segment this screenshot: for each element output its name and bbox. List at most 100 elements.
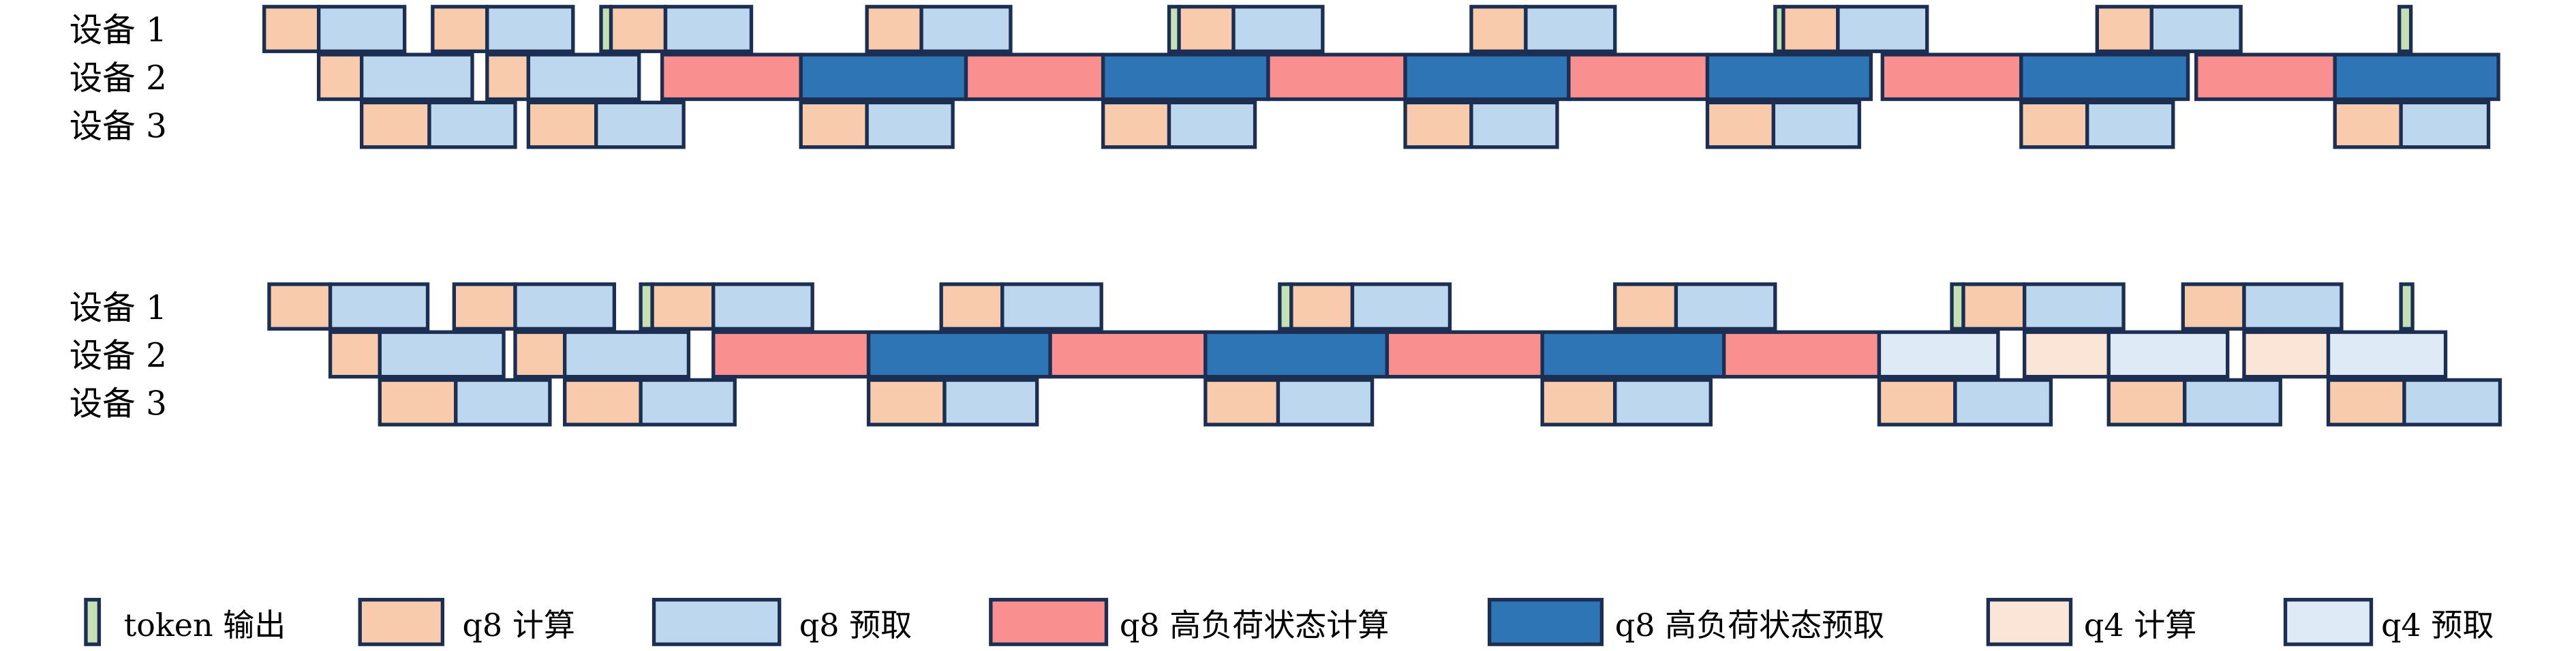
q8-compute-block [2181,282,2246,331]
q8-prefetch-block [1836,5,1929,53]
q8-prefetch-block [663,5,754,53]
q8-heavy-prefetch-block [866,330,1052,379]
q8-prefetch-block [359,52,474,102]
q8-compute-block [939,282,1005,331]
q8-prefetch-block [1000,282,1103,331]
q8-prefetch-block [1350,282,1452,331]
q8-heavy-prefetch-block [1203,330,1390,379]
q8-prefetch-block [2183,378,2282,427]
legend-label-q8-heavy-prefetch: q8 高负荷状态预取 [1615,607,1884,644]
q8-compute-block [1177,5,1236,53]
q8-prefetch-block [1469,100,1559,149]
q8-heavy-compute-block [1048,330,1208,379]
q8-compute-block [359,100,431,149]
row-label-device-1: 设备 1 [70,12,167,50]
row-label-device-2: 设备 2 [70,337,167,375]
q8-compute-block [1203,378,1281,427]
q8-prefetch-block [2023,282,2126,331]
q8-prefetch-block [526,52,641,102]
q8-compute-block [2019,100,2089,149]
q8-compute-block [866,378,947,427]
q8-compute-block [865,5,923,53]
q8-heavy-compute-block [1266,52,1407,102]
q8-compute-block [563,378,643,427]
q8-prefetch-block [942,378,1039,427]
q8-prefetch-block [2402,378,2502,427]
q8-prefetch-block [2399,100,2491,149]
q8-compute-block [1961,282,2027,331]
q8-compute-block [316,52,364,102]
q8-compute-block [1781,5,1840,53]
legend-label-q4-prefetch: q4 预取 [2381,607,2494,644]
q8-prefetch-block [1231,5,1325,53]
token-output-block [2397,5,2413,53]
q8-heavy-compute-block [660,52,803,102]
q8-compute-block [1101,100,1171,149]
q8-compute-block [1403,100,1473,149]
q8-prefetch-block [865,100,955,149]
q8-prefetch-block [1771,100,1862,149]
q8-prefetch-block [594,100,686,149]
q8-compute-block [267,282,333,331]
q8-heavy-compute-block [711,330,871,379]
q8-compute-block [513,330,567,379]
q8-compute-block [1613,282,1678,331]
legend-swatch-q8c [358,598,445,646]
q4-prefetch-block [1877,330,2000,379]
q8-prefetch-block [711,282,814,331]
q4-compute-block [2023,330,2111,379]
q8-heavy-prefetch-block [1403,52,1571,102]
q4-prefetch-block [2326,330,2448,379]
q8-compute-block [526,100,598,149]
q8-prefetch-block [919,5,1013,53]
row-label-device-2: 设备 2 [70,59,167,97]
q8-compute-block [609,5,668,53]
legend-label-q8-compute: q8 计算 [462,607,574,644]
q8-prefetch-block [2085,100,2175,149]
q8-compute-block [2106,378,2187,427]
legend-swatch-hic [989,598,1109,646]
q8-compute-block [328,330,382,379]
diagram-bottom: 设备 1 设备 2 设备 3 [70,282,2502,427]
q8-prefetch-block [427,100,517,149]
legend-swatch-q8p [651,598,782,646]
row-label-device-3: 设备 3 [70,384,167,423]
legend-swatch-q4c [1986,598,2073,646]
q8-compute-block [2095,5,2153,53]
q8-heavy-compute-block [2194,52,2337,102]
q8-compute-block [485,52,531,102]
q8-prefetch-block [1674,282,1777,331]
legend-label-q8-prefetch: q8 预取 [799,607,912,644]
q8-compute-block [262,5,321,53]
q8-prefetch-block [1953,378,2053,427]
q8-prefetch-block [2242,282,2344,331]
row-label-device-3: 设备 3 [70,107,167,145]
q8-heavy-prefetch-block [1540,330,1726,379]
q8-heavy-prefetch-block [1101,52,1270,102]
q8-prefetch-block [1613,378,1713,427]
q8-compute-block [1469,5,1528,53]
q8-compute-block [378,378,458,427]
legend-label-q8-heavy-compute: q8 高负荷状态计算 [1120,607,1389,644]
q8-prefetch-block [1524,5,1617,53]
q8-compute-block [1705,100,1776,149]
q8-prefetch-block [639,378,737,427]
q8-compute-block [650,282,716,331]
q8-heavy-prefetch-block [1705,52,1873,102]
q8-compute-block [2326,378,2406,427]
q8-heavy-prefetch-block [2333,52,2500,102]
legend-label-q4-compute: q4 计算 [2084,607,2196,644]
q8-compute-block [452,282,517,331]
legend-swatch-hip [1487,598,1604,646]
q8-compute-block [2333,100,2403,149]
q8-heavy-compute-block [1880,52,2023,102]
q8-prefetch-block [513,282,617,331]
q8-heavy-prefetch-block [799,52,968,102]
q8-prefetch-block [1167,100,1257,149]
q8-prefetch-block [563,330,691,379]
q8-prefetch-block [378,330,506,379]
row-label-device-1: 设备 1 [70,289,167,327]
q8-prefetch-block [2149,5,2243,53]
q8-compute-block [431,5,489,53]
